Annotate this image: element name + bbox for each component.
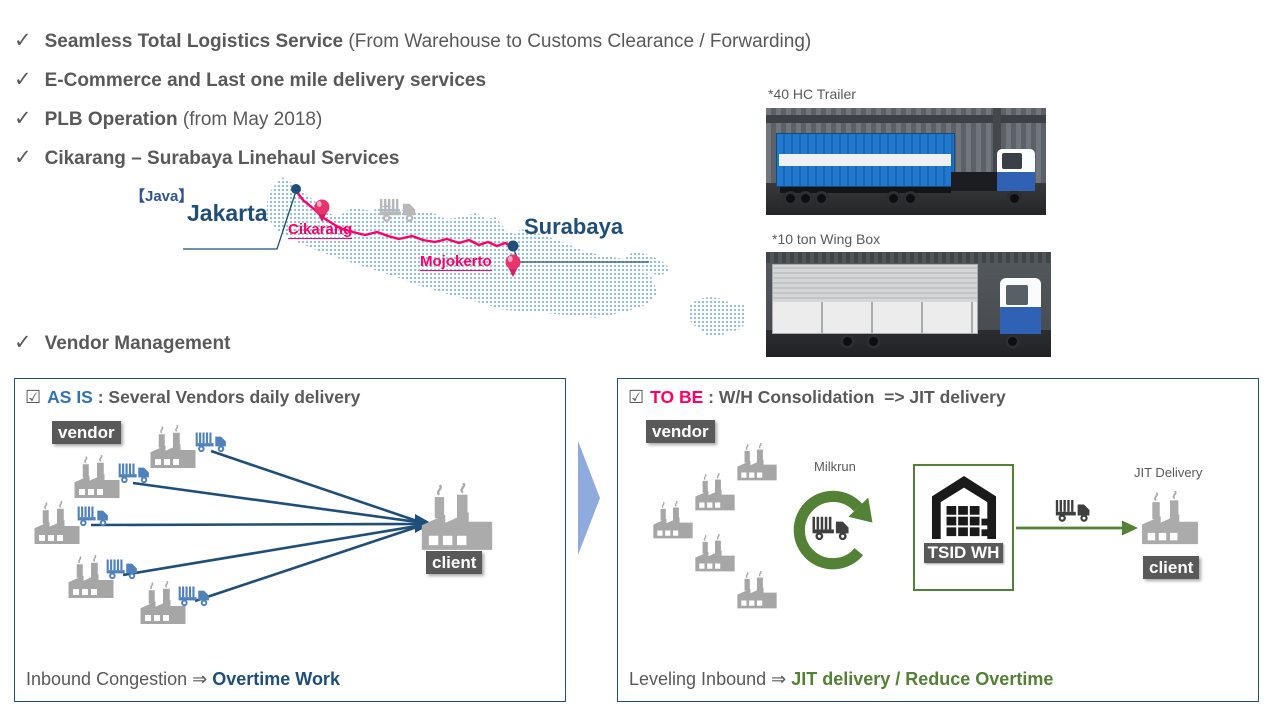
delivery-truck-icon: [105, 557, 141, 580]
milkrun-label: Milkrun: [814, 459, 856, 474]
wing-box-photo: [766, 252, 1051, 357]
photo-beam: [766, 115, 1046, 123]
cab-window: [1001, 152, 1023, 170]
wheel: [798, 191, 814, 207]
client-tag: client: [1143, 556, 1200, 579]
wheel: [813, 191, 829, 207]
wheel: [865, 333, 881, 349]
surabaya-label: Surabaya: [524, 214, 624, 239]
trailer-photo-label: *40 HC Trailer: [768, 86, 856, 102]
checkmark-icon: ✓: [14, 68, 32, 91]
vendor-factory-icon: [33, 501, 81, 545]
bullet-text: E-Commerce and Last one mile delivery se…: [44, 70, 487, 91]
milkrun-truck-icon: [812, 516, 849, 541]
delivery-truck-icon: [177, 584, 213, 607]
milkrun-arrow-icon: [793, 490, 873, 570]
bullet-linehaul: ✓ Cikarang – Surabaya Linehaul Services: [14, 139, 811, 178]
tractor-body: [950, 172, 1010, 192]
tsid-warehouse-box: TSID WH: [913, 464, 1014, 591]
vendor-factory-icon: [73, 455, 121, 499]
linehaul-route-line: [295, 190, 514, 248]
vendor-tag: vendor: [52, 421, 121, 444]
checkmark-icon: ✓: [14, 146, 32, 169]
jit-truck-icon: [1054, 497, 1094, 523]
photo-corrugation: [766, 252, 1051, 263]
bullet-ecommerce: ✓ E-Commerce and Last one mile delivery …: [14, 61, 811, 100]
truck-cab: [997, 148, 1035, 192]
cikarang-label: Cikarang: [288, 221, 353, 239]
wheel: [886, 191, 902, 207]
vendor-factory-icon: [694, 534, 736, 572]
jakarta-leader-line: [183, 193, 296, 250]
hc-trailer-photo: [766, 108, 1046, 215]
wheel: [903, 191, 919, 207]
java-region-label: 【Java】: [130, 188, 194, 205]
wheel: [782, 191, 798, 207]
vendor-management-label: Vendor Management: [44, 333, 231, 354]
surabaya-dot: [507, 240, 519, 252]
mojokerto-pin-icon: [505, 254, 521, 277]
container-stripe: [779, 154, 952, 167]
jit-delivery-label: JIT Delivery: [1134, 465, 1203, 480]
bullet-text: Cikarang – Surabaya Linehaul Services: [44, 148, 400, 169]
to-be-benefits: Leveling Inbound ⇒ JIT delivery / Reduce…: [629, 616, 1075, 720]
cab-window: [1005, 284, 1029, 305]
checkmark-icon: ✓: [14, 29, 32, 52]
mojokerto-label: Mojokerto: [420, 253, 492, 271]
truck-cab: [999, 278, 1042, 334]
wheel: [1006, 191, 1022, 207]
checkmark-icon: ✓: [14, 107, 32, 130]
bullet-text: Seamless Total Logistics Service (From W…: [44, 31, 812, 52]
bullet-seamless-logistics: ✓ Seamless Total Logistics Service (From…: [14, 22, 811, 61]
jakarta-label: Jakarta: [187, 200, 268, 226]
wingbox-body: [771, 263, 979, 334]
checkbox-icon: ☑: [628, 387, 645, 407]
client-factory-icon: [419, 483, 495, 551]
tsid-wh-tag: TSID WH: [923, 543, 1004, 563]
bali-island-shape: [688, 297, 746, 337]
client-factory-icon: [1140, 491, 1200, 545]
java-route-map: 【Java】 Jakarta Cikarang Mojokerto Suraba…: [125, 172, 775, 358]
cikarang-pin-icon: [314, 199, 330, 222]
delivery-truck-icon: [117, 461, 153, 484]
client-tag: client: [426, 551, 483, 574]
warehouse-icon: [927, 474, 1001, 540]
delivery-truck-icon: [76, 504, 112, 527]
blue-container: [775, 132, 955, 188]
wingbox-photo-label: *10 ton Wing Box: [772, 231, 881, 247]
wing-top: [772, 264, 978, 303]
checkbox-icon: ☑: [25, 387, 42, 407]
photo-floor: [766, 329, 1051, 357]
bullet-vendor-management: ✓ Vendor Management: [14, 324, 230, 363]
arrowhead: [1122, 520, 1138, 536]
to-be-panel: ☑TO BE : W/H Consolidation => JIT delive…: [617, 378, 1259, 702]
checkmark-icon: ✓: [14, 331, 32, 354]
as-is-panel: ☑AS IS : Several Vendors daily delivery …: [14, 378, 566, 702]
jakarta-dot: [291, 184, 301, 194]
photo-column: [992, 108, 1002, 186]
to-be-title: ☑TO BE : W/H Consolidation => JIT delive…: [628, 387, 1006, 407]
vendor-factory-icon: [736, 571, 778, 609]
java-island-shape: [266, 177, 670, 318]
issue-line: Inbound Congestion ⇒ Overtime Work: [26, 669, 340, 689]
java-island-graphic: [183, 177, 746, 337]
benefit-line: Leveling Inbound ⇒ JIT delivery / Reduce…: [629, 669, 1054, 689]
side-panels: [772, 302, 978, 333]
transition-arrow: [578, 441, 600, 555]
delivery-truck-icon: [194, 430, 230, 453]
vendor-factory-icon: [694, 473, 736, 511]
vendor-factory-icon: [652, 501, 694, 539]
vendor-factory-icon: [149, 425, 197, 469]
as-is-issues: Inbound Congestion ⇒ Overtime Work Truck…: [26, 616, 400, 720]
wheel: [1005, 333, 1021, 349]
vendor-tag: vendor: [646, 420, 715, 443]
as-is-title: ☑AS IS : Several Vendors daily delivery: [25, 387, 361, 407]
wheel: [840, 333, 856, 349]
trailer-chassis: [780, 187, 951, 193]
bullet-text: PLB Operation (from May 2018): [44, 109, 323, 130]
vendor-factory-icon: [736, 443, 778, 481]
service-bullet-list: ✓ Seamless Total Logistics Service (From…: [14, 22, 811, 178]
bullet-plb-operation: ✓ PLB Operation (from May 2018): [14, 100, 811, 139]
